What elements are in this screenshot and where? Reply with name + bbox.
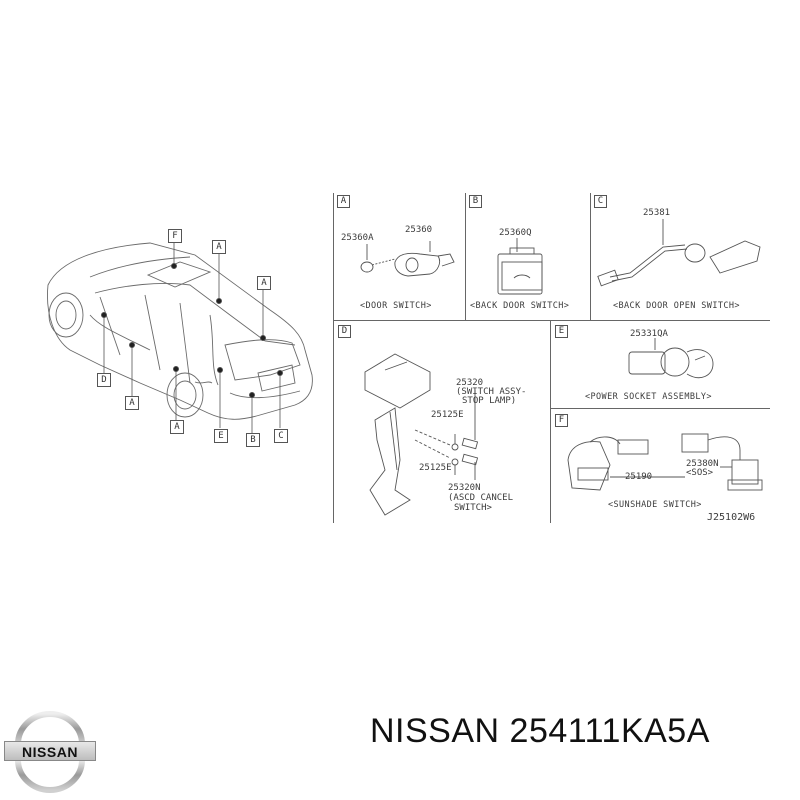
vehicle-overview: [30, 215, 330, 455]
sunshade-switch-drawing-icon: [567, 433, 763, 491]
callout-f: F: [168, 229, 182, 243]
callout-c: C: [274, 429, 288, 443]
part-number: 25125E: [431, 410, 464, 420]
grid-divider-bc: [590, 193, 591, 320]
panel-letter-b: B: [469, 195, 482, 208]
callout-a-front-door: A: [125, 396, 139, 410]
logo-wordmark: NISSAN: [4, 741, 96, 761]
part-title: NISSAN 254111KA5A: [370, 712, 710, 750]
nissan-logo: NISSAN: [4, 711, 96, 793]
callout-a-rear-door: A: [170, 420, 184, 434]
callout-e: E: [214, 429, 228, 443]
power-socket-drawing-icon: [628, 338, 714, 378]
grid-divider-ab: [465, 193, 466, 320]
back-door-open-switch-drawing-icon: [597, 219, 761, 287]
part-number: 25360A: [341, 233, 374, 243]
door-switch-drawing-icon: [360, 241, 455, 277]
nissan-ring-icon: [15, 711, 85, 793]
part-description: (SWITCH ASSY-: [456, 387, 527, 397]
part-number: 25360: [405, 225, 433, 235]
panel-caption: <BACK DOOR SWITCH>: [470, 301, 570, 311]
grid-divider-top-row: [333, 320, 770, 321]
panel-letter-e: E: [555, 325, 568, 338]
diagram-code: J25102W6: [707, 512, 756, 523]
panel-letter-a: A: [337, 195, 350, 208]
part-number: 25190: [625, 472, 653, 482]
panel-caption: <SUNSHADE SWITCH>: [608, 500, 702, 510]
callout-b: B: [246, 433, 260, 447]
part-number: 25380N: [686, 459, 719, 469]
panel-caption: <DOOR SWITCH>: [360, 301, 432, 311]
grid-divider-de: [550, 320, 551, 523]
panel-letter-d: D: [338, 325, 351, 338]
vehicle-outline-icon: [47, 237, 313, 433]
part-number: 25360Q: [499, 228, 532, 238]
panel-caption: <POWER SOCKET ASSEMBLY>: [585, 392, 712, 402]
grid-left-border: [333, 193, 334, 523]
panel-letter-c: C: [594, 195, 607, 208]
callout-a-rear: A: [257, 276, 271, 290]
panel-letter-f: F: [555, 414, 568, 427]
part-description: (ASCD CANCEL: [448, 493, 514, 503]
grid-divider-ef: [550, 408, 770, 409]
part-number: 25320N: [448, 483, 481, 493]
callout-a-roof: A: [212, 240, 226, 254]
back-door-switch-drawing-icon: [497, 238, 543, 295]
part-number: 25381: [643, 208, 671, 218]
part-number: 25125E: [419, 463, 452, 473]
part-number: 25331QA: [630, 329, 668, 339]
part-description: STOP LAMP): [462, 396, 517, 406]
part-number: 25320: [456, 378, 484, 388]
part-description: SWITCH>: [454, 503, 492, 513]
panel-caption: <BACK DOOR OPEN SWITCH>: [613, 301, 740, 311]
brake-pedal-drawing-icon: [364, 353, 479, 516]
callout-d: D: [97, 373, 111, 387]
part-description: <SOS>: [686, 468, 714, 478]
